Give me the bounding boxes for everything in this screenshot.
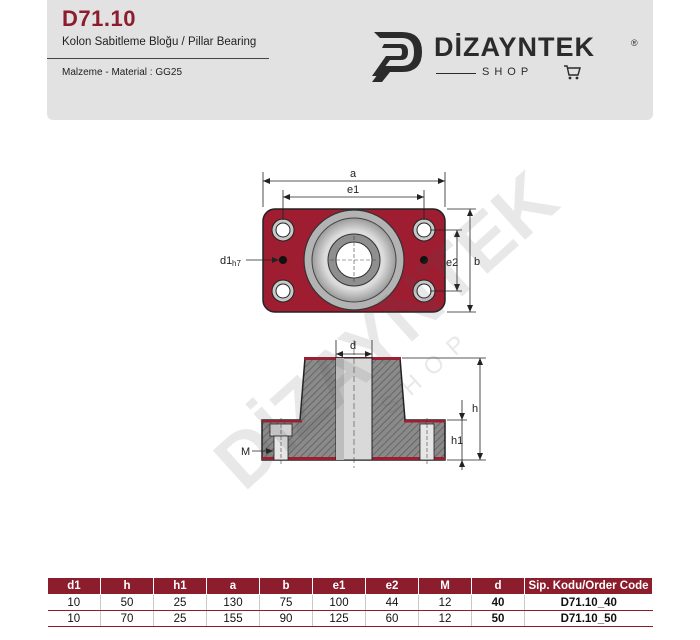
cell: 50 [471, 610, 525, 627]
cell: 60 [365, 610, 419, 627]
dim-b-label: b [474, 256, 480, 268]
corner-hole-tr [412, 218, 436, 242]
col-e2: e2 [365, 577, 419, 595]
cell: 12 [418, 594, 472, 611]
dim-h-label: h [472, 403, 478, 415]
col-e1: e1 [312, 577, 366, 595]
corner-hole-bl [271, 279, 295, 303]
header-divider [47, 58, 269, 59]
cell: 90 [259, 610, 313, 627]
order-code-cell: D71.10_50 [524, 610, 653, 627]
dim-e1-label: e1 [347, 184, 359, 196]
col-order-code: Sip. Kodu/Order Code [524, 577, 653, 595]
product-code: D71.10 [62, 6, 136, 31]
dim-d-label: d [350, 340, 356, 352]
col-h: h [100, 577, 154, 595]
cell: 50 [100, 594, 154, 611]
cell: 44 [365, 594, 419, 611]
col-b: b [259, 577, 313, 595]
cell: 100 [312, 594, 366, 611]
dim-a-label: a [350, 168, 357, 180]
cell: 130 [206, 594, 260, 611]
cell: 40 [471, 594, 525, 611]
cell: 10 [47, 610, 101, 627]
dim-d1-label: d1 [220, 255, 232, 267]
section-view: d h h1 M [241, 340, 486, 470]
dim-d1-tolerance: h7 [232, 259, 241, 268]
cell: 25 [153, 610, 207, 627]
corner-hole-tl [271, 218, 295, 242]
technical-drawing: a e1 b e2 d1 h7 [220, 168, 486, 470]
product-subtitle: Kolon Sabitleme Bloğu / Pillar Bearing [62, 36, 257, 48]
brand-shop-line [436, 73, 476, 74]
cart-icon [564, 65, 581, 80]
dim-h1-label: h1 [451, 435, 463, 447]
cell: 25 [153, 594, 207, 611]
cell: 155 [206, 610, 260, 627]
material-info: Malzeme - Material : GG25 [62, 67, 183, 78]
header-panel [47, 0, 653, 120]
cell: 10 [47, 594, 101, 611]
order-code-cell: D71.10_40 [524, 594, 653, 611]
dim-m-label: M [241, 446, 250, 458]
table-row: 10 70 25 155 90 125 60 12 50 D71.10_50 [47, 610, 653, 627]
spec-table: d1 h h1 a b e1 e2 M d Sip. Kodu/Order Co… [47, 577, 653, 627]
dim-e2-label: e2 [446, 257, 458, 269]
spec-table-header: d1 h h1 a b e1 e2 M d Sip. Kodu/Order Co… [47, 577, 653, 595]
brand-name: DİZAYNTEK [434, 32, 596, 62]
cell: 125 [312, 610, 366, 627]
brand-registered-mark: ® [631, 38, 638, 48]
brand-shop: SHOP [482, 66, 534, 78]
col-m: M [418, 577, 472, 595]
col-h1: h1 [153, 577, 207, 595]
cell: 75 [259, 594, 313, 611]
cell: 12 [418, 610, 472, 627]
col-a: a [206, 577, 260, 595]
col-d1: d1 [47, 577, 101, 595]
cell: 70 [100, 610, 154, 627]
brand-logo-icon [372, 32, 422, 82]
table-row: 10 50 25 130 75 100 44 12 40 D71.10_40 [47, 594, 653, 611]
top-view: a e1 b e2 d1 h7 [220, 168, 480, 313]
col-d: d [471, 577, 525, 595]
